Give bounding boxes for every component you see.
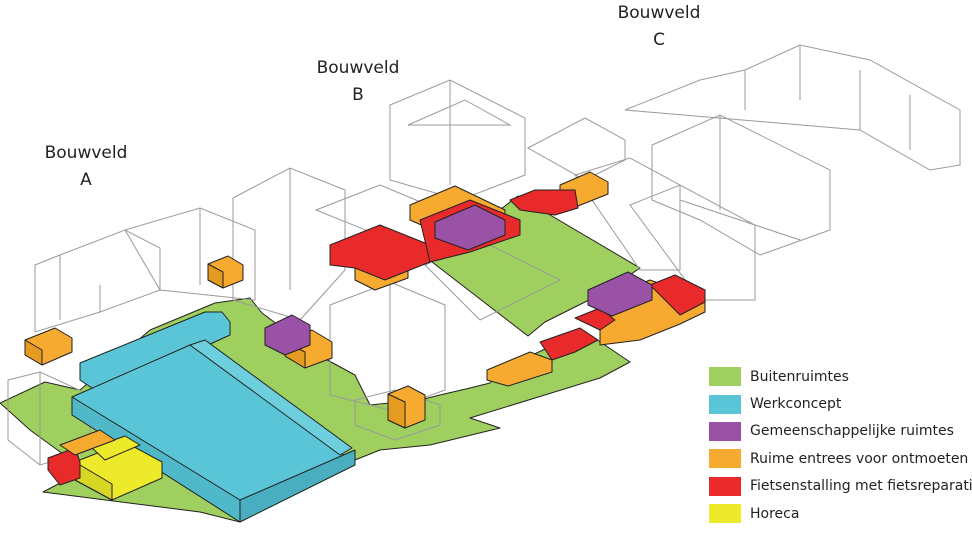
zone-label-b: Bouwveld B — [310, 55, 406, 109]
zone-b-title: Bouwveld — [316, 58, 400, 78]
legend-item-work-concept: Werkconcept — [709, 390, 971, 417]
legend-swatch-outdoor — [709, 367, 741, 387]
zone-a-title: Bouwveld — [44, 143, 128, 163]
legend-item-horeca: Horeca — [709, 500, 971, 527]
legend-swatch-bicycle-storage — [709, 476, 741, 496]
zone-c-title: Bouwveld — [617, 3, 701, 23]
legend-swatch-horeca — [709, 504, 741, 524]
zone-c-letter: C — [653, 30, 665, 50]
common-space-blocks — [264, 204, 653, 356]
zone-b-letter: B — [352, 85, 364, 105]
zone-a-letter: A — [80, 170, 92, 190]
legend-label-bicycle-storage: Fietsenstalling met fietsreparatie — [750, 478, 972, 495]
legend-label-horeca: Horeca — [750, 505, 800, 522]
legend-item-outdoor: Buitenruimtes — [709, 363, 971, 390]
zone-label-a: Bouwveld A — [38, 140, 134, 194]
legend-item-entrances: Ruime entrees voor ontmoeten — [709, 445, 971, 472]
legend-swatch-entrances — [709, 449, 741, 469]
legend-swatch-work-concept — [709, 394, 741, 414]
legend-item-common-spaces: Gemeenschappelijke ruimtes — [709, 418, 971, 445]
legend: Buitenruimtes Werkconcept Gemeenschappel… — [709, 363, 972, 527]
horeca-blocks — [47, 429, 163, 501]
zone-label-c: Bouwveld C — [611, 0, 707, 54]
legend-label-outdoor: Buitenruimtes — [750, 368, 849, 385]
legend-swatch-common-spaces — [709, 421, 741, 441]
legend-label-common-spaces: Gemeenschappelijke ruimtes — [750, 423, 954, 440]
bicycle-storage-blocks — [329, 189, 706, 361]
legend-label-entrances: Ruime entrees voor ontmoeten — [750, 450, 969, 467]
legend-item-bicycle-storage: Fietsenstalling met fietsreparatie — [709, 473, 972, 500]
legend-label-work-concept: Werkconcept — [750, 396, 842, 413]
